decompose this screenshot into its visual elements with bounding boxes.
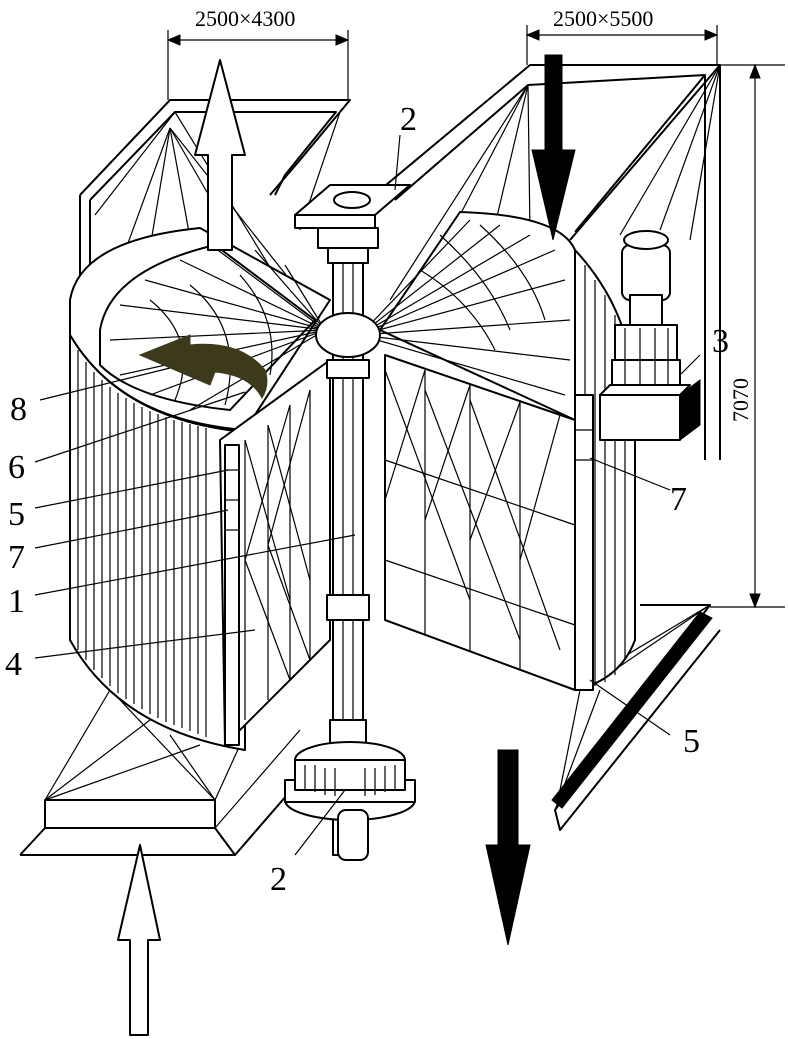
fresh-air-up-arrow <box>117 844 161 1036</box>
label-1: 1 <box>8 583 25 620</box>
label-4: 4 <box>5 646 22 683</box>
right-upper-duct <box>379 64 721 460</box>
left-rotor-lattice <box>244 389 311 720</box>
label-6: 6 <box>8 449 25 486</box>
dimension-texts: 2500×4300 2500×5500 7070 <box>195 6 753 422</box>
label-3: 3 <box>712 323 729 360</box>
label-8: 8 <box>10 391 27 428</box>
right-rotor-half <box>359 211 637 691</box>
right-rotor-lattice <box>384 369 576 670</box>
supply-air-down-arrow <box>531 54 576 241</box>
top-bearing <box>294 184 411 264</box>
air-flow-arrows <box>117 54 576 1036</box>
dimension-lines <box>166 25 785 609</box>
left-lower-duct <box>19 689 301 856</box>
rotation-direction-arrow <box>138 334 268 400</box>
dim-right-top: 2500×5500 <box>553 6 653 31</box>
dim-height: 7070 <box>728 378 753 422</box>
right-upper-duct-ties <box>389 64 721 301</box>
outlet-air-down-arrow <box>485 749 531 946</box>
right-rotor-spokes <box>359 219 571 396</box>
left-rotor-corrugations <box>77 350 207 737</box>
left-seal-strip <box>224 444 240 746</box>
label-2-top: 2 <box>400 101 417 138</box>
exhaust-air-up-arrow <box>194 59 246 251</box>
bottom-bearing <box>284 741 416 861</box>
rotor-hub <box>315 312 381 358</box>
callout-labels: 2 3 8 6 5 7 1 4 7 5 2 <box>5 101 729 898</box>
label-7-right: 7 <box>670 481 687 518</box>
left-rotor-half <box>69 227 331 751</box>
label-5-left: 5 <box>8 496 25 533</box>
dim-left-top: 2500×4300 <box>195 6 295 31</box>
leader-lines <box>34 134 701 856</box>
label-5-right: 5 <box>683 723 700 760</box>
central-shaft <box>284 184 416 861</box>
gear-teeth <box>304 765 396 796</box>
label-7-left: 7 <box>8 539 25 576</box>
label-2-bottom: 2 <box>270 861 287 898</box>
drive-motor <box>599 230 701 441</box>
right-seal-strip <box>574 394 594 691</box>
left-upper-duct <box>79 99 351 330</box>
